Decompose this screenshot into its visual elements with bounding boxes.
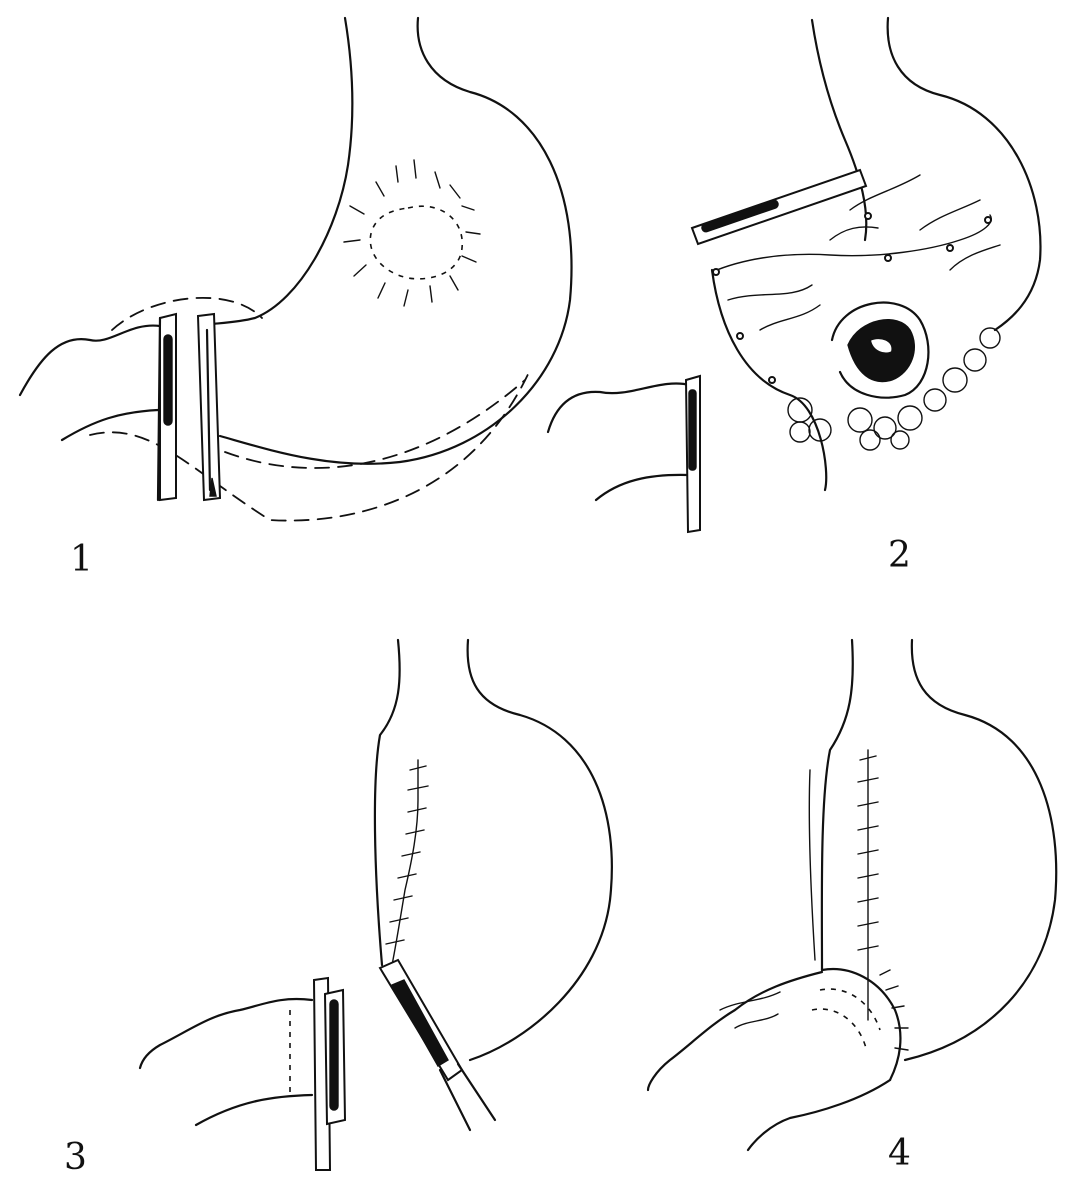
ulcer-site [343, 159, 481, 307]
clamp-icon [312, 976, 347, 1171]
stomach-outline [210, 16, 354, 326]
clamp-icon [156, 312, 222, 502]
clamp-icon [378, 958, 497, 1132]
panel-3-illustration [138, 638, 613, 1171]
duodenum-outline [138, 997, 314, 1070]
stomach-outline-greater-curve [886, 16, 1042, 332]
duodenum-lower [746, 1078, 892, 1152]
esophagus-left [808, 769, 816, 961]
clamp-icon [684, 374, 701, 534]
stomach-outline [810, 18, 868, 242]
panel-4-illustration [646, 638, 1058, 1152]
panel-label-3: 3 [64, 1137, 87, 1178]
stomach-outline [373, 638, 401, 967]
duodenum-outline [546, 382, 692, 434]
panel-label-4: 4 [888, 1133, 911, 1174]
resection-line-lower [89, 369, 531, 522]
suture-line-icon [391, 759, 419, 966]
stomach-outline-greater-curve [466, 638, 613, 1062]
omentum-icon [787, 327, 1001, 451]
stomach-outline-greater-curve [218, 16, 573, 465]
duodenum-lower [594, 473, 690, 502]
stomach-outline-greater-curve [903, 638, 1058, 1062]
panel-label-2: 2 [888, 535, 911, 576]
resection-line-upper [111, 296, 263, 331]
clamp-icon [690, 168, 868, 246]
panel-2-illustration [546, 16, 1042, 534]
omentum-edge [711, 214, 992, 273]
anastomosis [811, 967, 909, 1082]
panel-label-1: 1 [70, 539, 93, 580]
stomach-stump [830, 301, 930, 399]
duodenum-outline [646, 970, 824, 1092]
suture-ticks [857, 755, 879, 951]
vessel-branches [719, 991, 781, 1029]
resection-line-mid [224, 379, 526, 469]
panel-1-illustration [18, 16, 573, 522]
duodenum-lower [60, 408, 160, 442]
suture-ticks [385, 765, 429, 945]
suture-knots [712, 212, 992, 384]
stomach-outline [820, 638, 854, 972]
vessel-branches [727, 174, 1001, 331]
stomach-body [710, 268, 828, 492]
duodenum-outline [18, 324, 162, 397]
duodenum-lower [194, 1093, 314, 1127]
